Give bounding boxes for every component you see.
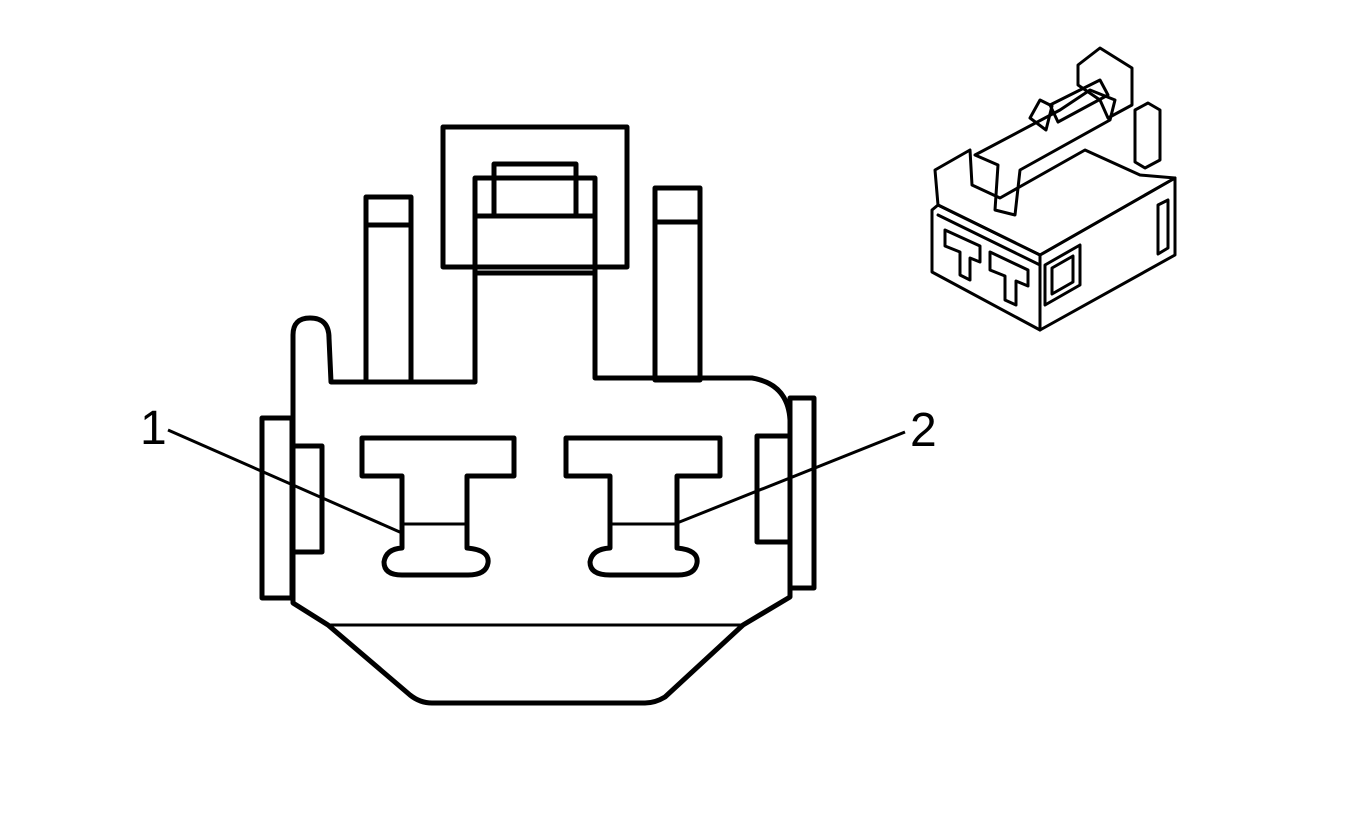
callout-label-2: 2 xyxy=(910,404,937,457)
leader-line-2 xyxy=(676,430,906,525)
callout-label-1: 1 xyxy=(140,402,167,455)
callout-1: 1 xyxy=(140,402,403,535)
iso-cavity-2 xyxy=(988,250,1030,307)
right-guide-post xyxy=(652,185,703,383)
iso-latch-arm xyxy=(973,88,1117,217)
iso-end-slot xyxy=(1156,198,1170,256)
iso-side-window xyxy=(1043,243,1082,307)
left-rail-inner xyxy=(289,443,325,555)
latch-frame xyxy=(440,124,630,270)
iso-release-button xyxy=(1028,98,1054,132)
left-rail-outer xyxy=(259,415,295,601)
leader-line-1 xyxy=(167,428,403,535)
callout-2: 2 xyxy=(676,404,937,525)
connector-body xyxy=(290,270,793,706)
right-rail-inner xyxy=(754,433,793,545)
iso-rear-post xyxy=(1133,101,1162,170)
connector-face-view xyxy=(259,124,817,706)
right-rail-outer xyxy=(787,395,817,591)
iso-right-face xyxy=(1038,176,1177,332)
connector-isometric-view xyxy=(930,46,1177,332)
terminal-cavity-2 xyxy=(563,435,723,578)
latch-tab-top xyxy=(491,161,579,219)
iso-cavity-1 xyxy=(943,228,982,282)
iso-front-face xyxy=(930,203,1042,332)
terminal-cavity-1 xyxy=(359,435,517,578)
